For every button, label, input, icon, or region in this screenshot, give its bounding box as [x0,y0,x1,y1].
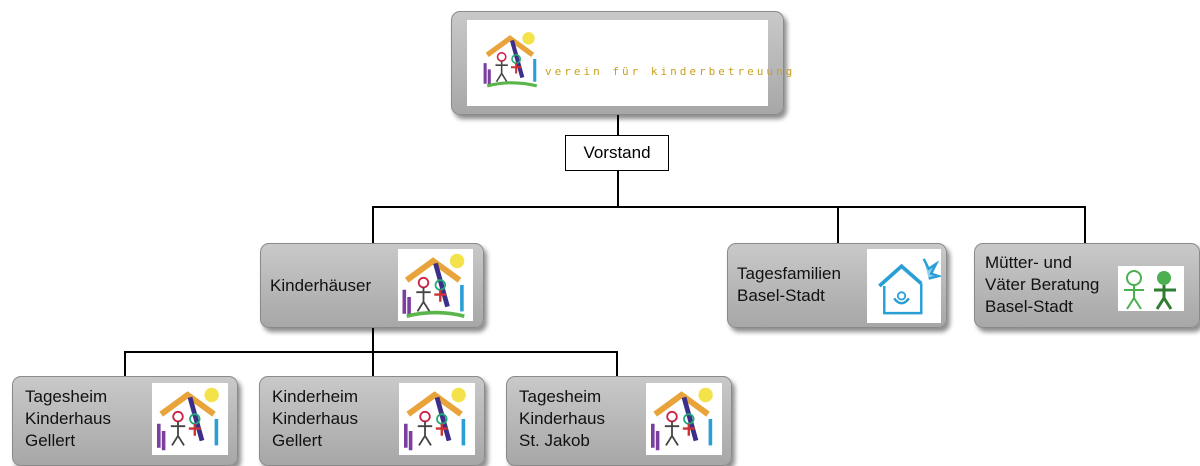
verein-logo-text: verein für kinderbetreuung [545,65,796,78]
node-label: Tagesheim Kinderhaus St. Jakob [519,387,606,450]
node-label: Mütter- und Väter Beratung Basel-Stadt [985,253,1100,316]
node-beratung[interactable]: Mütter- und Väter Beratung Basel-Stadt [974,243,1200,328]
tagesheim-stjakob-logo [646,383,722,455]
connector-top-vertical [617,115,619,135]
verein-logo-panel [467,20,768,106]
kinderhaeuser-logo [398,249,473,321]
node-label: Tagesfamilien Basel-Stadt [737,264,841,305]
org-root-node[interactable] [451,11,784,115]
node-label: Kinderhäuser [270,276,372,295]
tagesheim-gellert-logo [152,383,228,455]
connector-gellert-tagesheim-drop [124,351,126,376]
node-label: Tagesheim Kinderhaus Gellert [25,387,112,450]
children-drawing-logo-icon [483,32,538,88]
children-drawing-logo-icon [157,387,219,451]
green-children-logo-icon [1124,270,1176,310]
children-drawing-logo-icon [651,387,713,451]
node-tagesheim-stjakob[interactable]: Tagesheim Kinderhaus St. Jakob [506,376,732,466]
node-tagesheim-gellert[interactable]: Tagesheim Kinderhaus Gellert [12,376,238,466]
connector-gellert-kinderheim-drop [372,351,374,376]
connector-kinderhaeuser-drop [372,206,374,243]
connector-kinderhaeuser-down [372,328,374,352]
kinderheim-gellert-logo [399,383,475,455]
children-drawing-logo-icon [402,253,465,318]
tagesfamilien-logo [867,249,941,323]
node-label: Kinderheim Kinderhaus Gellert [272,387,359,450]
node-kinderheim-gellert[interactable]: Kinderheim Kinderhaus Gellert [259,376,485,466]
connector-beratung-drop [1084,206,1086,243]
vorstand-node[interactable]: Vorstand [565,135,669,171]
node-tagesfamilien[interactable]: Tagesfamilien Basel-Stadt [727,243,947,328]
connector-tagesfamilien-drop [837,206,839,243]
connector-stjakob-drop [616,351,618,376]
node-kinderhaeuser[interactable]: Kinderhäuser [260,243,484,328]
connector-level2-horizontal [124,351,618,353]
connector-vorstand-vertical [617,171,619,207]
beratung-logo [1118,266,1184,311]
house-sun-logo-icon [878,258,941,315]
children-drawing-logo-icon [404,387,466,451]
connector-level1-horizontal [372,206,1086,208]
